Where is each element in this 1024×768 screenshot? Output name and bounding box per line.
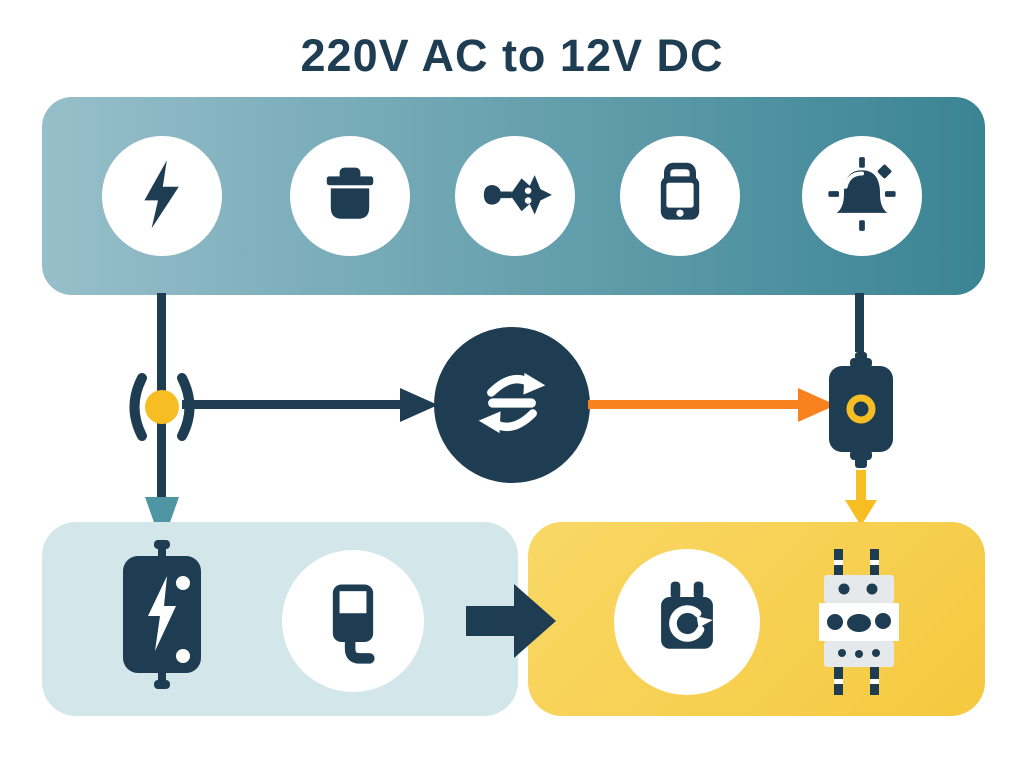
plug-circle — [614, 549, 760, 695]
lightning-bolt-icon — [122, 154, 202, 239]
terminal-block-icon — [814, 547, 904, 702]
converter-circle — [434, 327, 590, 483]
arrow-converter-to-module-shaft — [588, 400, 800, 409]
banner-circle-1 — [102, 136, 222, 256]
cooking-pot-icon — [310, 154, 390, 239]
arrow-module-down-head — [845, 500, 877, 526]
plug-adapter-icon — [639, 572, 735, 673]
page-title: 220V AC to 12V DC — [300, 30, 724, 81]
sync-convert-icon — [460, 351, 564, 460]
banner-circle-2 — [290, 136, 410, 256]
wire-right-vertical — [855, 293, 864, 352]
tablet-device-icon — [640, 154, 720, 239]
banner-circle-4 — [620, 136, 740, 256]
arrow-ac-to-converter-head — [400, 388, 438, 422]
alarm-bell-icon — [821, 153, 903, 240]
arrow-box-to-box-shaft — [466, 606, 514, 636]
arrow-ac-to-converter-shaft — [182, 400, 402, 409]
low-voltage-box — [42, 522, 518, 716]
arrow-module-down-shaft — [856, 470, 866, 502]
dc-module-icon — [828, 352, 894, 479]
blender-mixer-icon — [474, 153, 556, 240]
adapter-circle — [282, 550, 424, 692]
ac-source-node-icon — [122, 372, 202, 447]
power-supply-unit-icon — [117, 538, 207, 698]
arrow-box-to-box-head — [514, 584, 556, 658]
banner-circle-5 — [802, 136, 922, 256]
wall-adapter-cord-icon — [305, 571, 401, 672]
banner-circle-3 — [455, 136, 575, 256]
